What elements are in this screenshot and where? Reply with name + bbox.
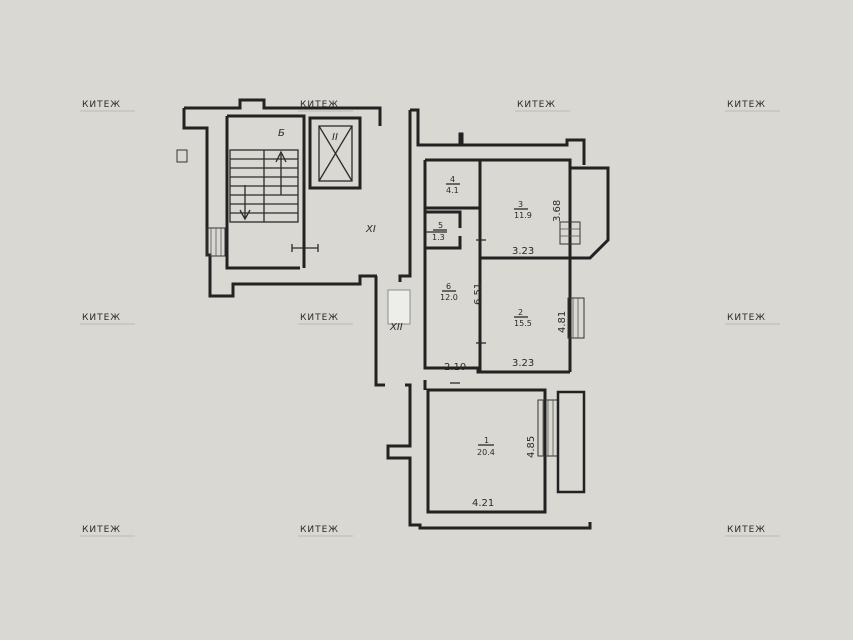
room-4: 4 4.1 [446,175,460,195]
watermark: КИТЕЖ [80,313,135,325]
watermark: КИТЕЖ [80,100,135,112]
room-5: 5 1.3 [432,221,447,242]
stair-label: Б [278,128,285,139]
room-area: 20.4 [477,448,495,457]
stair-flight [229,149,299,223]
watermark-text: КИТЕЖ [82,525,121,535]
watermark-text: КИТЕЖ [300,525,339,535]
watermark-text: КИТЕЖ [300,100,339,110]
room-6: 6 12.0 [440,282,458,302]
room-area: 4.1 [446,186,459,195]
room-2: 2 15.5 [514,308,532,328]
watermark-text: КИТЕЖ [727,100,766,110]
balcony [556,390,586,494]
room-number: 3 [518,200,523,209]
dim-room1-width: 4.21 [472,498,494,509]
watermark: КИТЕЖ [725,525,780,537]
watermark-text: КИТЕЖ [517,100,556,110]
watermark: КИТЕЖ [298,313,353,325]
room-1: 1 20.4 [477,436,495,457]
dim-room6-width: 2.10 [444,362,466,373]
room-3: 3 11.9 [514,200,532,220]
elevator-shaft: II [308,116,362,190]
dim-room3-width: 3.23 [512,246,534,257]
watermark-text: КИТЕЖ [300,313,339,323]
room-area: 15.5 [514,319,532,328]
watermark-text: КИТЕЖ [727,313,766,323]
watermark-text: КИТЕЖ [82,100,121,110]
room-area: 1.3 [432,233,445,242]
apartment: XII 3 11.9 4 4.1 5 1.3 6 12.0 2 15.5 1 [374,108,610,530]
dim-room6-height: 6.51 [473,283,484,305]
room-number: 5 [438,221,443,230]
watermark: КИТЕЖ [298,525,353,537]
watermark-text: КИТЕЖ [82,313,121,323]
hall-label: XI [365,224,376,235]
dim-room1-height: 4.85 [526,436,537,458]
watermark-text: КИТЕЖ [727,525,766,535]
dim-room2-height: 4.81 [557,311,568,333]
room-area: 12.0 [440,293,458,302]
elevator-label: II [332,132,338,143]
room-number: 1 [484,436,489,445]
watermark: КИТЕЖ [725,100,780,112]
watermark: КИТЕЖ [80,525,135,537]
dim-room2-width: 3.23 [512,358,534,369]
stair-core: Б II XI [176,98,382,298]
watermark: КИТЕЖ [725,313,780,325]
watermark-grid: КИТЕЖ КИТЕЖ КИТЕЖ КИТЕЖ КИТЕЖ КИТЕЖ КИТЕ… [80,100,780,537]
dim-room3-height: 3.68 [552,200,563,222]
room-area: 11.9 [514,211,532,220]
room-number: 2 [518,308,523,317]
corridor-label: XII [389,322,403,333]
watermark: КИТЕЖ [298,100,353,112]
room-number: 4 [450,175,455,184]
room-number: 6 [446,282,451,291]
watermark: КИТЕЖ [515,100,570,112]
corridor-door [387,289,411,325]
